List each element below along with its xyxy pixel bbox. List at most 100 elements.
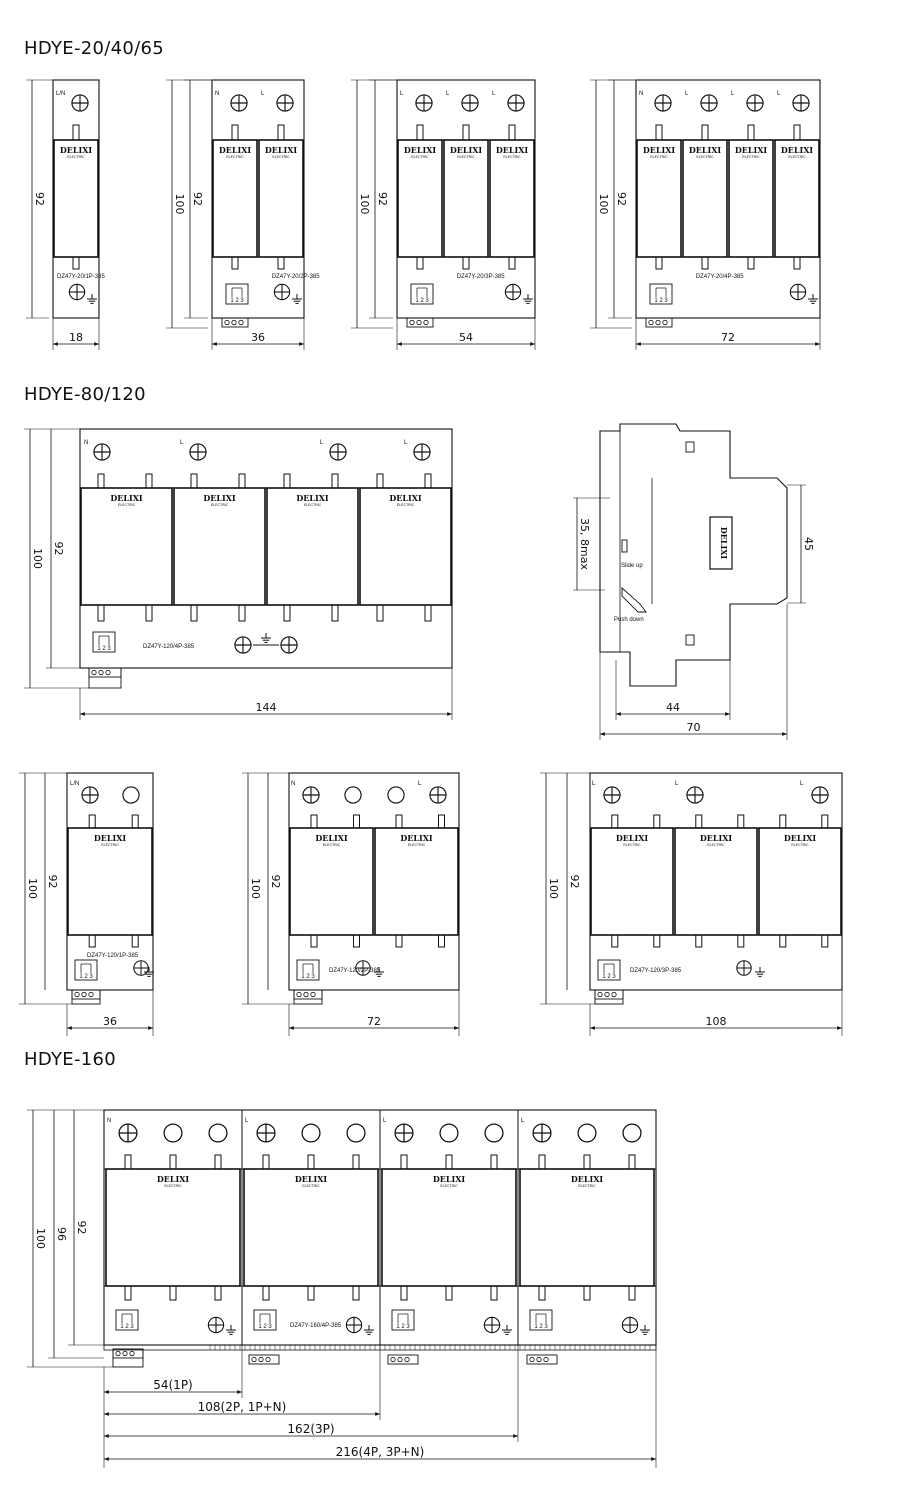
connector-tab <box>88 934 96 948</box>
terminal-hole-icon <box>577 1123 597 1143</box>
connector-tab <box>169 1285 177 1301</box>
connector-tab <box>655 256 663 270</box>
terminal-screw-icon <box>429 786 447 804</box>
height-dim-label: 100 <box>547 878 560 899</box>
terminal-label: L <box>800 781 804 787</box>
brand-subtitle: ELECTRIC <box>302 1184 320 1188</box>
connector-tab <box>131 814 139 829</box>
signal-terminal-label: 1 2 3 <box>396 1324 410 1330</box>
connector-tab <box>231 256 239 270</box>
connector-tab <box>445 1154 453 1170</box>
signal-terminal-box <box>253 1309 277 1331</box>
terminal-screw-icon <box>256 1123 276 1143</box>
connector-pin <box>310 991 316 998</box>
connector-tab <box>538 1154 546 1170</box>
height-dim-label: 92 <box>191 192 204 206</box>
terminal-label: L <box>492 91 496 97</box>
terminal-screw-icon <box>415 94 433 112</box>
connector-tab <box>438 934 445 948</box>
connector-tab <box>538 1285 546 1301</box>
section-title-hdye-20-40-65: HDYE-20/40/65 <box>24 38 165 59</box>
terminal-screw-icon <box>71 94 89 112</box>
connector-pin <box>604 991 610 998</box>
model-label: DZ47Y-20/3P-385 <box>457 274 505 280</box>
terminal-label: L <box>675 781 679 787</box>
device-outline <box>52 79 100 319</box>
connector-tab <box>779 934 787 948</box>
connector-pin <box>122 1350 128 1357</box>
brand-subtitle: ELECTRIC <box>323 843 341 847</box>
terminal-screw-icon <box>394 1123 414 1143</box>
model-label: DZ47Y-120/2P-385 <box>329 968 381 974</box>
connector-pin <box>81 991 87 998</box>
connector-pin <box>390 1356 396 1363</box>
connector-tab <box>655 124 663 141</box>
connector-tab <box>747 256 755 270</box>
brand-subtitle: ELECTRIC <box>503 155 521 159</box>
signal-terminal-box <box>391 1309 415 1331</box>
connector-tab <box>462 124 470 141</box>
signal-connector <box>645 317 673 328</box>
connector-pin <box>258 1356 264 1363</box>
connector-tab <box>353 814 360 829</box>
signal-terminal-box <box>92 631 116 653</box>
connector-tab <box>231 124 239 141</box>
width-dim-label: 18 <box>69 331 83 344</box>
model-label: DZ47Y-20/2P-385 <box>272 274 320 280</box>
connector-pin <box>416 319 422 326</box>
connector-pin <box>74 991 80 998</box>
connector-pin <box>611 991 617 998</box>
brand-subtitle: ELECTRIC <box>226 155 244 159</box>
connector-tab <box>653 934 661 948</box>
connector-tab <box>352 1154 360 1170</box>
side-brand-plate <box>709 516 733 570</box>
connector-tab <box>424 604 432 622</box>
ground-symbol-icon <box>754 966 766 977</box>
terminal-label: L <box>777 91 781 97</box>
brand-subtitle: ELECTRIC <box>67 155 85 159</box>
signal-connector-body <box>112 1348 144 1368</box>
height-dim-label: 96 <box>55 1227 68 1241</box>
terminal-screw-icon <box>654 94 672 112</box>
connector-pin <box>536 1356 542 1363</box>
signal-terminal-box <box>597 959 621 981</box>
terminal-screw-icon <box>93 443 111 461</box>
signal-terminal-label: 1 2 3 <box>301 974 315 980</box>
connector-tab <box>438 814 445 829</box>
terminal-screw-icon <box>789 283 807 301</box>
height-dim-label: 100 <box>26 878 39 899</box>
terminal-screw-icon <box>461 94 479 112</box>
connector-tab <box>490 1154 498 1170</box>
connector-tab <box>376 604 384 622</box>
connector-tab <box>124 1154 132 1170</box>
signal-connector-body <box>293 989 323 1005</box>
connector-tab <box>445 1285 453 1301</box>
terminal-screw-icon <box>355 960 371 976</box>
signal-terminal-box <box>296 959 320 981</box>
width-dim-label: 72 <box>367 1015 381 1028</box>
connector-pin <box>543 1356 549 1363</box>
connector-tab <box>583 1285 591 1301</box>
device-outline <box>635 79 821 319</box>
connector-pin <box>115 1350 121 1357</box>
terminal-screw-icon <box>700 94 718 112</box>
brand-logo: DELIXI <box>784 833 817 843</box>
terminal-screw-icon <box>686 786 704 804</box>
width-3p-dim-label: 162(3P) <box>287 1422 334 1436</box>
side-view-outline <box>599 423 788 687</box>
connector-tab <box>307 1154 315 1170</box>
brand-logo: DELIXI <box>295 1174 328 1184</box>
ground-symbol-icon <box>260 632 272 643</box>
terminal-screw-icon <box>189 443 207 461</box>
connector-pin <box>231 319 237 326</box>
terminal-label: L/N <box>70 781 79 787</box>
signal-terminal-label: 1 2 3 <box>258 1324 272 1330</box>
connector-tab <box>653 814 661 829</box>
width-dim-label: 36 <box>251 331 265 344</box>
terminal-label: L <box>592 781 596 787</box>
connector-tab <box>124 1285 132 1301</box>
signal-terminal-label: 1 2 3 <box>230 298 244 304</box>
terminal-label: N <box>215 91 219 97</box>
width-dim-label: 144 <box>256 701 277 714</box>
